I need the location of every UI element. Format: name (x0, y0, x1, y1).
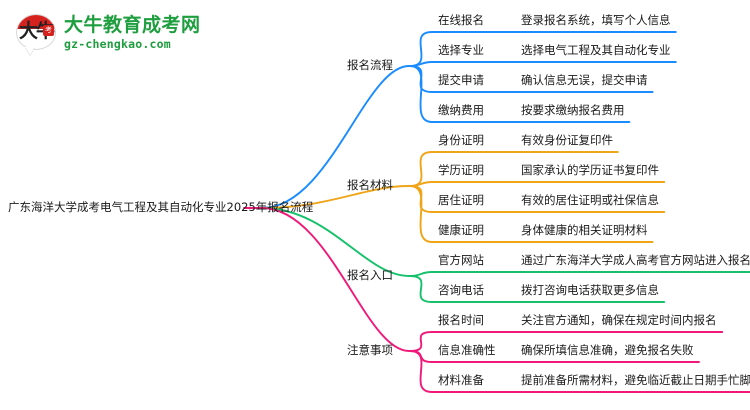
leaf-label: 提交申请 (438, 73, 484, 87)
leaf-description: 有效身份证复印件 (521, 133, 613, 147)
connector-line (409, 331, 724, 352)
logo-text-block: 大牛教育成考网 gz-chengkao.com (64, 14, 201, 52)
leaf-description: 登录报名系统，填写个人信息 (521, 13, 671, 27)
logo-bubble-tail (25, 47, 35, 55)
connector-line (409, 65, 631, 123)
branch-label-1: 报名流程 (347, 58, 393, 72)
connector-line (409, 61, 677, 67)
connector-line (261, 207, 410, 352)
connector-line (409, 275, 666, 303)
logo-site-name: 大牛教育成考网 (64, 14, 201, 36)
leaf-label: 咨询电话 (438, 283, 484, 297)
leaf-description: 国家承认的学历证书复印件 (521, 163, 659, 177)
connector-line (409, 271, 750, 277)
leaf-label: 信息准确性 (438, 343, 496, 357)
logo-mark-icon: 大牛 考 (14, 12, 58, 55)
leaf-description: 拨打咨询电话获取更多信息 (521, 283, 659, 297)
branch-label-4: 注意事项 (347, 343, 393, 357)
leaf-description: 通过广东海洋大学成人高考官方网站进入报名系统 (521, 253, 750, 267)
mindmap-root-title: 广东海洋大学成考电气工程及其自动化专业2025年报名流程 (8, 200, 314, 214)
leaf-description: 关注官方通知，确保在规定时间内报名 (521, 313, 717, 327)
leaf-description: 有效的居住证明或社保信息 (521, 193, 659, 207)
leaf-description: 按要求缴纳报名费用 (521, 103, 625, 117)
leaf-description: 确保所填信息准确，避免报名失败 (521, 343, 694, 357)
leaf-label: 报名时间 (438, 313, 484, 327)
leaf-label: 官方网站 (438, 253, 484, 267)
branch-label-3: 报名入口 (347, 268, 393, 282)
leaf-label: 学历证明 (438, 163, 484, 177)
leaf-description: 确认信息无误，提交申请 (521, 73, 648, 87)
connector-line (261, 65, 410, 209)
site-logo: 大牛 考 大牛教育成考网 gz-chengkao.com (14, 8, 200, 58)
leaf-label: 缴纳费用 (438, 103, 484, 117)
logo-seal-badge: 考 (43, 25, 54, 36)
connector-line (409, 181, 666, 187)
connector-line (261, 207, 410, 277)
leaf-description: 选择电气工程及其自动化专业 (521, 43, 671, 57)
leaf-label: 材料准备 (438, 373, 484, 387)
connector-line (409, 350, 750, 393)
leaf-description: 提前准备所需材料，避免临近截止日期手忙脚乱 (521, 373, 750, 387)
logo-site-url: gz-chengkao.com (64, 37, 171, 51)
leaf-label: 居住证明 (438, 193, 484, 207)
leaf-description: 身体健康的相关证明材料 (521, 223, 648, 237)
connector-line (261, 185, 410, 209)
leaf-label: 在线报名 (438, 13, 484, 27)
leaf-label: 健康证明 (438, 223, 484, 237)
leaf-label: 身份证明 (438, 133, 484, 147)
leaf-label: 选择专业 (438, 43, 484, 57)
branch-label-2: 报名材料 (347, 178, 393, 192)
connector-line (409, 185, 654, 243)
